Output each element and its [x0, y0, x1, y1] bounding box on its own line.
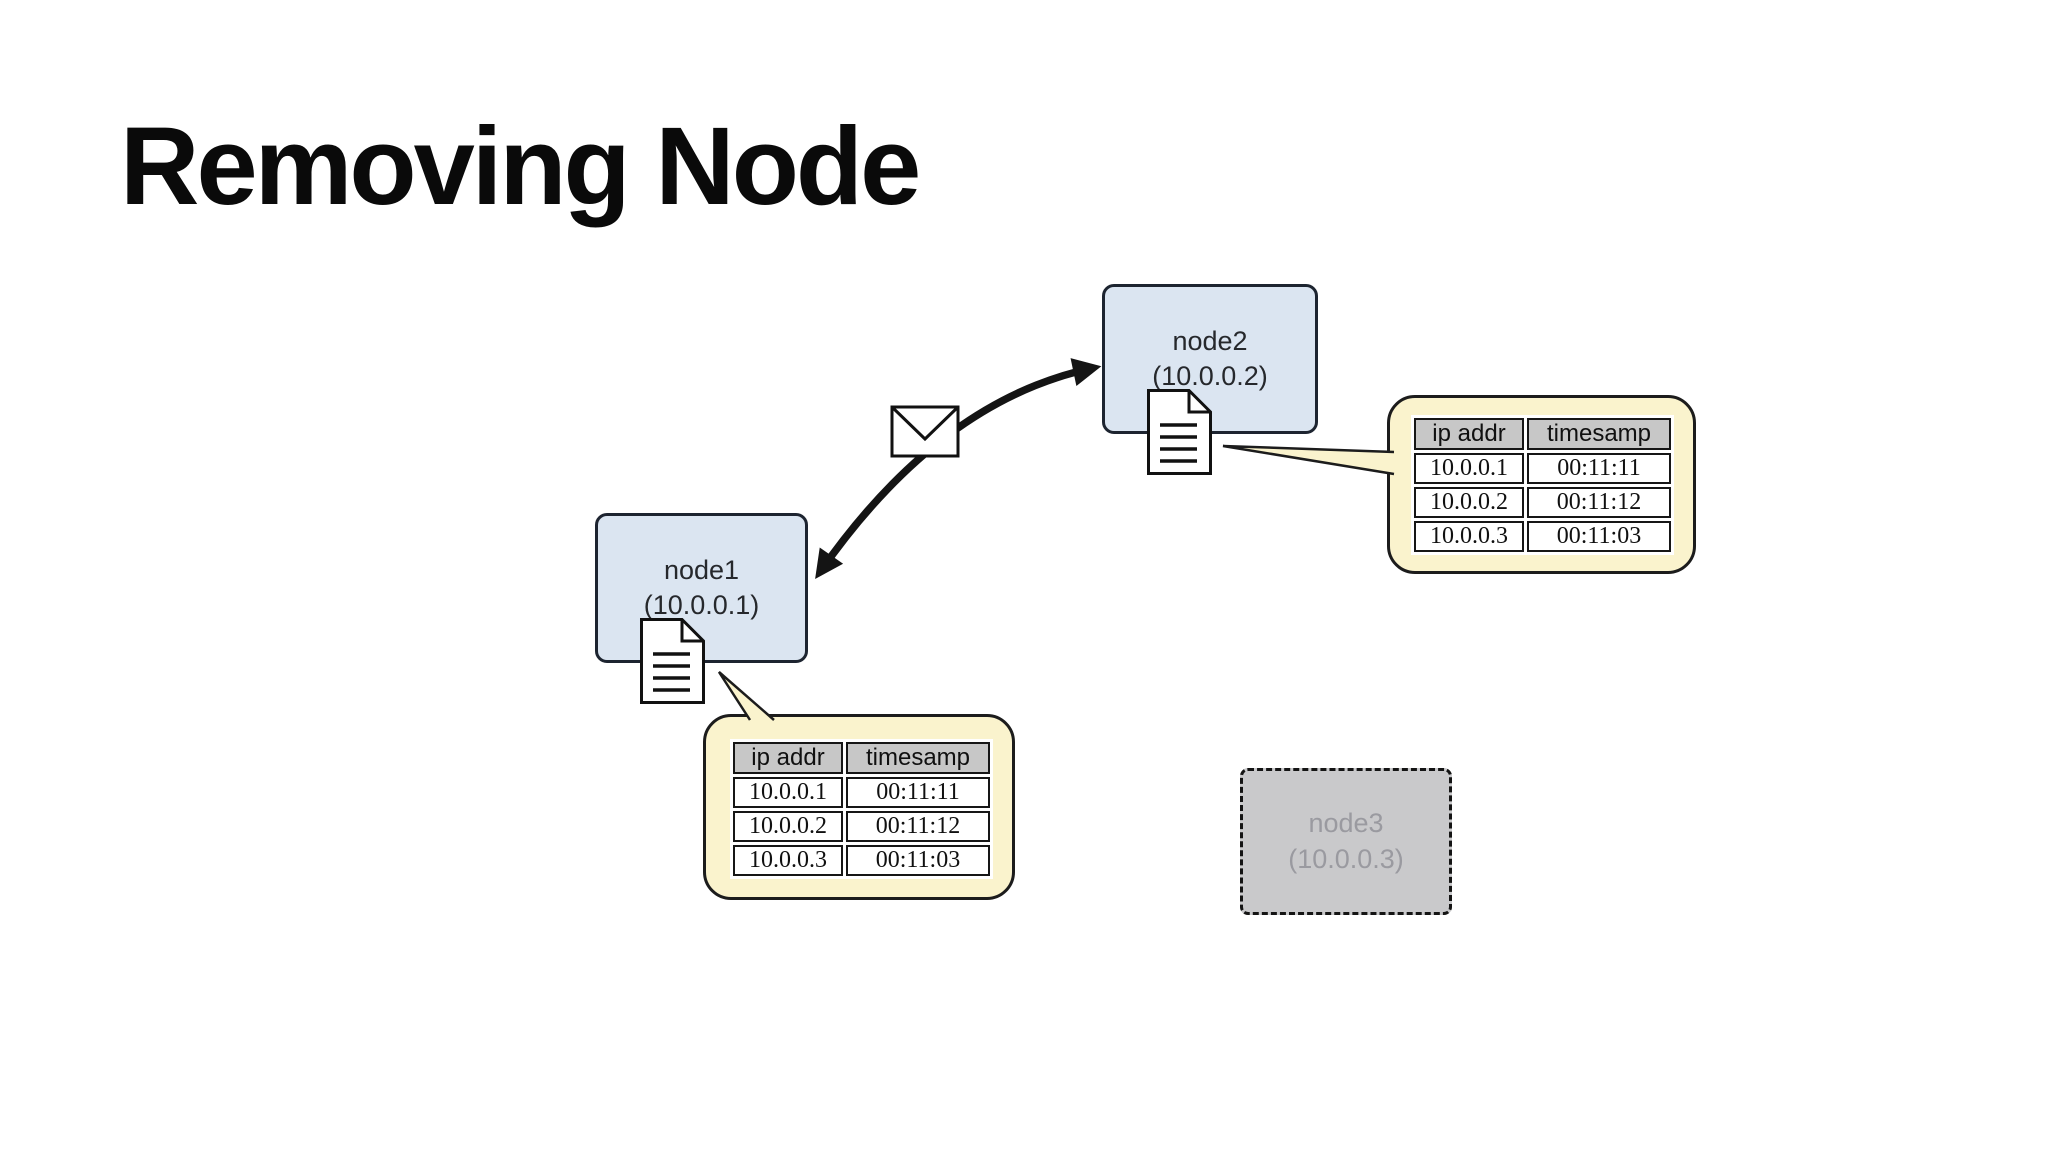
table-cell: 00:11:11 — [846, 777, 990, 808]
table-cell: 10.0.0.3 — [733, 845, 843, 876]
table-cell: 00:11:12 — [1527, 487, 1671, 518]
node1-ip: (10.0.0.1) — [643, 590, 760, 620]
table-cell: 10.0.0.1 — [1414, 453, 1524, 484]
table-cell: 10.0.0.2 — [1414, 487, 1524, 518]
table-row: 10.0.0.3 00:11:03 — [733, 845, 990, 876]
table-row: 10.0.0.3 00:11:03 — [1414, 521, 1671, 552]
table-row: 10.0.0.1 00:11:11 — [1414, 453, 1671, 484]
node1-box: node1 (10.0.0.1) — [595, 513, 808, 663]
node1-table-header-timestamp: timesamp — [846, 742, 990, 774]
node1-callout-tail — [717, 671, 775, 721]
table-row: 10.0.0.2 00:11:12 — [1414, 487, 1671, 518]
node2-table-header-timestamp: timesamp — [1527, 418, 1671, 450]
node3-label: node3 — [1308, 808, 1384, 839]
gossip-message-arrow — [815, 358, 1102, 580]
node3-ip: (10.0.0.3) — [1288, 843, 1404, 874]
node2-label: node2 — [1172, 325, 1248, 356]
node1-callout: ip addr timesamp 10.0.0.1 00:11:11 10.0.… — [703, 714, 1015, 900]
slide-title: Removing Node — [120, 105, 921, 228]
table-cell: 10.0.0.1 — [733, 777, 843, 808]
node3-box-removed: node3 (10.0.0.3) — [1240, 768, 1452, 915]
table-row: 10.0.0.1 00:11:11 — [733, 777, 990, 808]
node2-table-header-ip: ip addr — [1414, 418, 1524, 450]
table-cell: 00:11:11 — [1527, 453, 1671, 484]
node1-label: node1 — [663, 554, 740, 585]
table-row: 10.0.0.2 00:11:12 — [733, 811, 990, 842]
node2-box: node2 (10.0.0.2) — [1102, 284, 1318, 434]
node2-callout: ip addr timesamp 10.0.0.1 00:11:11 10.0.… — [1387, 395, 1696, 574]
table-cell: 00:11:03 — [846, 845, 990, 876]
node2-ip: (10.0.0.2) — [1152, 361, 1268, 391]
table-cell: 10.0.0.3 — [1414, 521, 1524, 552]
table-cell: 00:11:12 — [846, 811, 990, 842]
node1-table-header-ip: ip addr — [733, 742, 843, 774]
table-cell: 10.0.0.2 — [733, 811, 843, 842]
table-cell: 00:11:03 — [1527, 521, 1671, 552]
node2-callout-tail — [1222, 444, 1395, 476]
node1-routing-table: ip addr timesamp 10.0.0.1 00:11:11 10.0.… — [730, 739, 993, 879]
node2-routing-table: ip addr timesamp 10.0.0.1 00:11:11 10.0.… — [1411, 415, 1674, 555]
envelope-icon — [890, 405, 960, 458]
